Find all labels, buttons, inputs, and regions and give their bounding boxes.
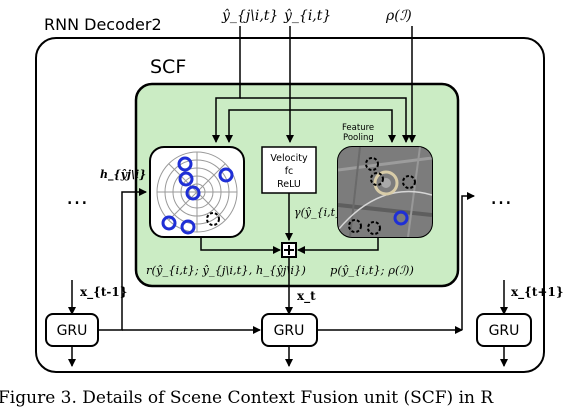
- input-arrows: [212, 26, 416, 143]
- self-marker: [206, 212, 220, 226]
- svg-text:fc: fc: [285, 166, 294, 177]
- gamma-label: γ(ŷ_{i,t}): [294, 206, 346, 219]
- feature-pooling-label-2: Pooling: [343, 133, 374, 143]
- neighbor-markers: [161, 156, 234, 235]
- figure-caption: Figure 3. Details of Scene Context Fusio…: [0, 388, 494, 408]
- svg-text:GRU: GRU: [57, 323, 88, 339]
- social-interaction-grid: [149, 146, 245, 238]
- p-label: p(ŷ_{i,t}; ρ(ℐ)): [330, 263, 414, 277]
- svg-text:ReLU: ReLU: [277, 179, 301, 190]
- scf-title: SCF: [150, 56, 186, 78]
- velocity-fc-relu-box: Velocity fc ReLU: [261, 146, 317, 194]
- gru-cell-t-plus-1: GRU: [476, 313, 532, 347]
- feature-pooling-label: Feature: [342, 123, 374, 133]
- gru-cell-t: GRU: [261, 313, 318, 347]
- ellipsis-right: …: [490, 185, 512, 210]
- rnn-decoder-title: RNN Decoder2: [44, 15, 162, 34]
- input-neighbor-predictions: ŷ_{j\i,t}: [221, 7, 278, 24]
- x-input-t: x_t: [297, 289, 316, 304]
- ellipsis-left: …: [66, 185, 88, 210]
- x-input-t-minus-1: x_{t-1}: [80, 285, 127, 300]
- feature-pooling-scene: [337, 146, 433, 238]
- recurrent-connections: [68, 188, 508, 367]
- pooling-markers: [348, 157, 416, 235]
- x-input-t-plus-1: x_{t+1}: [511, 285, 564, 300]
- svg-text:Velocity: Velocity: [270, 153, 308, 164]
- fusion-sum-node: [281, 242, 297, 258]
- input-own-prediction: ŷ_{i,t}: [283, 7, 331, 24]
- input-scene-features: ρ(ℐ): [385, 8, 412, 24]
- svg-text:GRU: GRU: [274, 323, 305, 339]
- fusion-connections: [200, 237, 379, 254]
- hidden-state-label: h_{ŷj\i}: [100, 168, 146, 182]
- svg-text:GRU: GRU: [489, 323, 520, 339]
- gru-cell-t-minus-1: GRU: [45, 313, 99, 347]
- r-label: r(ŷ_{i,t}; ŷ_{j\i,t}, h_{ŷj\i}): [146, 263, 306, 277]
